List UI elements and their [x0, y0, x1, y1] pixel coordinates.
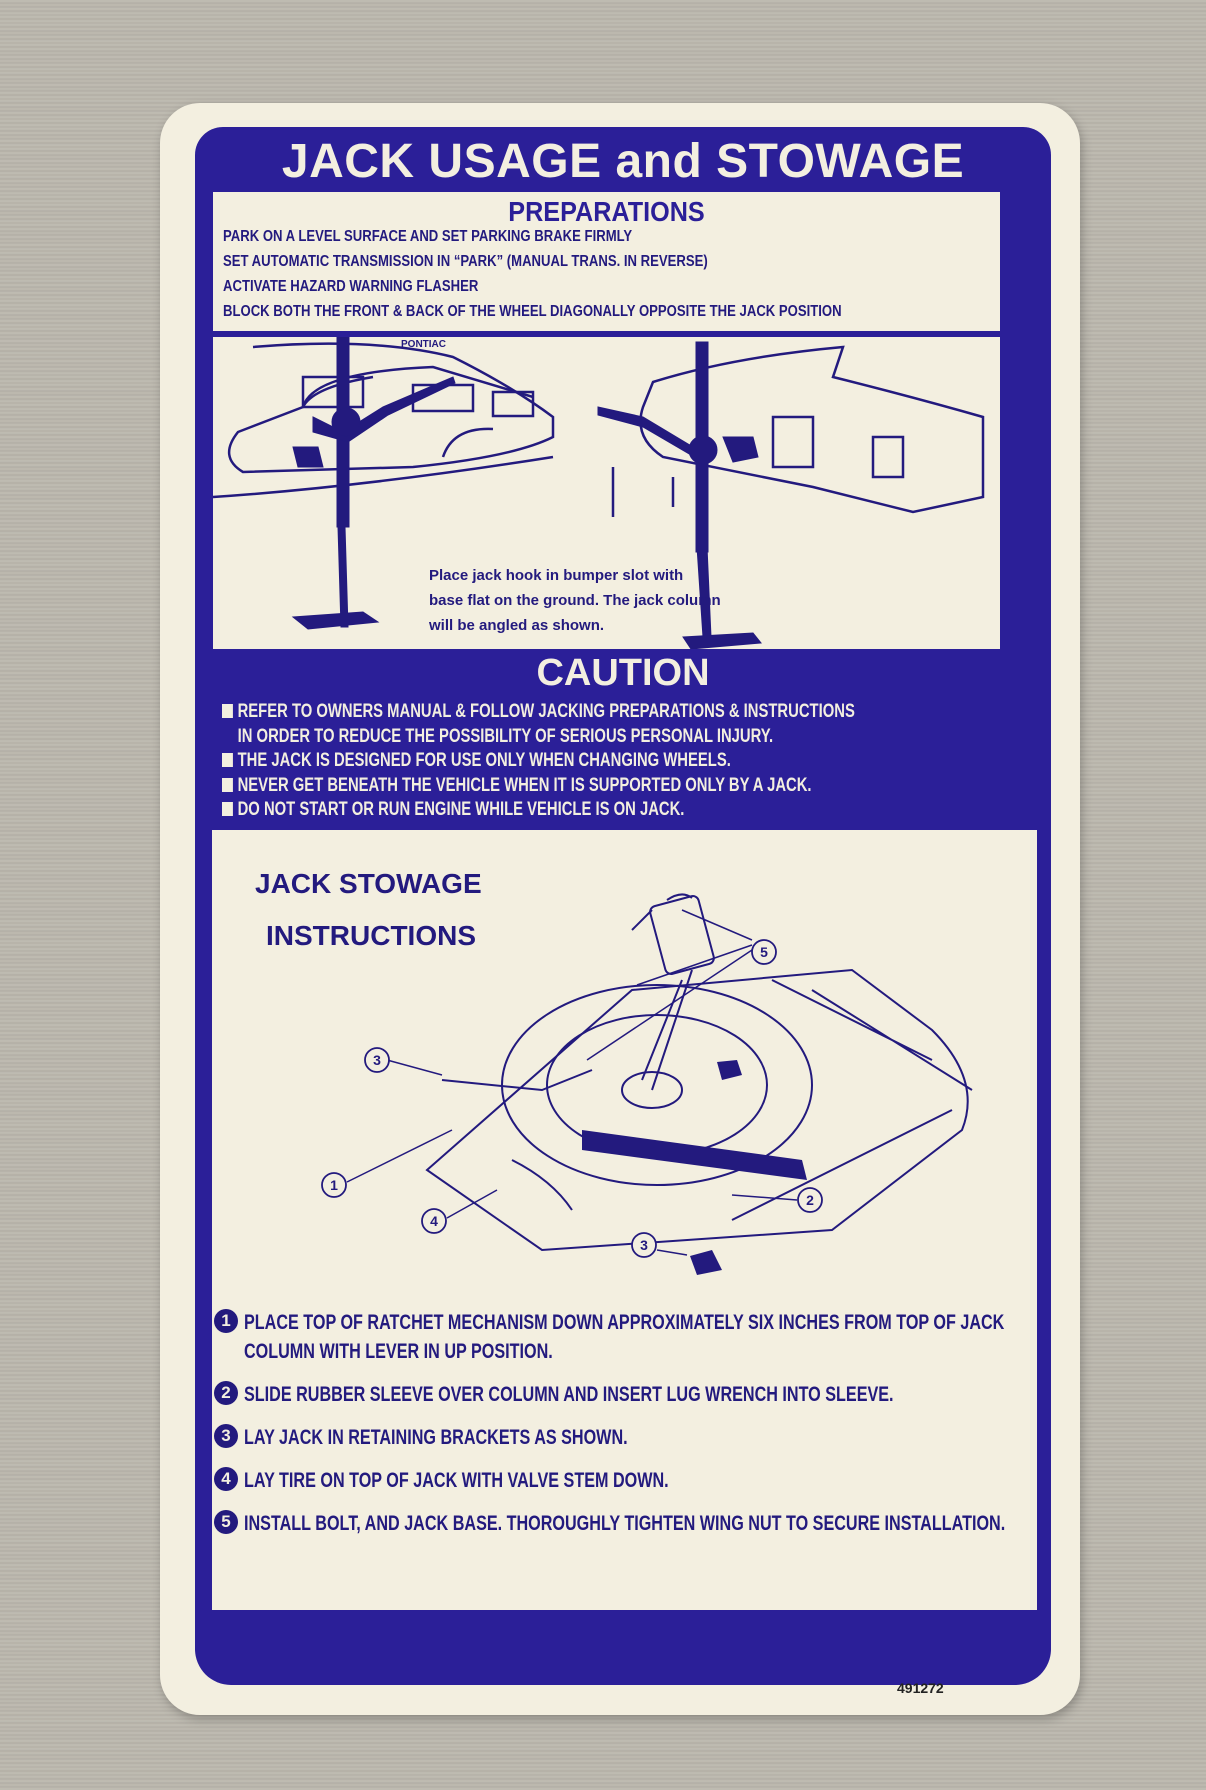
- step-number: 1: [214, 1309, 238, 1333]
- caution-line: IN ORDER TO REDUCE THE POSSIBILITY OF SE…: [237, 725, 774, 747]
- step-text: INSTALL BOLT, AND JACK BASE. THOROUGHLY …: [244, 1512, 1006, 1535]
- jack-usage-illustration: PONTIAC Place jack hook in bumper slot w…: [213, 337, 1000, 649]
- bullet-square-icon: [222, 753, 233, 767]
- bullet-square-icon: [222, 777, 233, 792]
- step-item: 4 LAY TIRE ON TOP OF JACK WITH VALVE STEM…: [214, 1466, 1206, 1495]
- caution-line: THE JACK IS DESIGNED FOR USE ONLY WHEN C…: [237, 750, 731, 771]
- preparation-line: PARK ON A LEVEL SURFACE AND SET PARKING …: [223, 228, 633, 245]
- bullet-square-icon: [222, 704, 233, 718]
- step-item: 3 LAY JACK IN RETAINING BRACKETS AS SHOWN…: [214, 1423, 1206, 1452]
- caution-line: NEVER GET BENEATH THE VEHICLE WHEN IT IS…: [237, 774, 812, 796]
- car-rear-jack-drawing: PONTIAC: [213, 337, 985, 649]
- step-item: 5 INSTALL BOLT, AND JACK BASE. THOROUGHLY…: [214, 1509, 1206, 1538]
- trunk-stowage-diagram: 3 5 1 2 4 3: [321, 893, 973, 1275]
- callout-label: 5: [760, 944, 768, 960]
- bullet-square-icon: [222, 802, 233, 816]
- caution-line: REFER TO OWNERS MANUAL & FOLLOW JACKING …: [237, 701, 855, 722]
- step-number: 3: [214, 1424, 238, 1448]
- step-number: 4: [214, 1467, 238, 1491]
- preparations-heading: PREPARATIONS: [508, 196, 705, 227]
- stowage-heading-2: INSTRUCTIONS: [266, 920, 476, 951]
- step-text: PLACE TOP OF RATCHET MECHANISM DOWN APPR…: [244, 1311, 1005, 1363]
- callout-label: 1: [330, 1177, 338, 1193]
- preparation-line: SET AUTOMATIC TRANSMISSION IN “PARK” (MA…: [223, 253, 708, 270]
- callout-label: 2: [806, 1192, 814, 1208]
- decal-title: JACK USAGE and STOWAGE: [281, 135, 965, 188]
- preparation-line: ACTIVATE HAZARD WARNING FLASHER: [223, 278, 479, 295]
- pontiac-badge: PONTIAC: [401, 339, 446, 350]
- callout-label: 4: [430, 1213, 438, 1229]
- caption-line: base flat on the ground. The jack column: [429, 592, 721, 609]
- callout-label: 3: [640, 1237, 648, 1253]
- part-number: 491272: [897, 1680, 944, 1696]
- step-item: 2 SLIDE RUBBER SLEEVE OVER COLUMN AND INS…: [214, 1380, 1206, 1409]
- step-number: 2: [214, 1381, 238, 1405]
- caution-line: DO NOT START OR RUN ENGINE WHILE VEHICLE…: [237, 799, 685, 820]
- caption-line: Place jack hook in bumper slot with: [429, 567, 684, 584]
- step-number: 5: [214, 1510, 238, 1534]
- callout-label: 3: [373, 1052, 381, 1068]
- preparations-box: PREPARATIONS PARK ON A LEVEL SURFACE AND…: [213, 192, 1000, 331]
- stowage-heading: JACK STOWAGE: [255, 868, 482, 899]
- caption-line: will be angled as shown.: [429, 617, 605, 634]
- jack-caption: Place jack hook in bumper slot with base…: [429, 563, 721, 638]
- caution-heading: CAUTION: [536, 652, 710, 694]
- caution-list: REFER TO OWNERS MANUAL & FOLLOW JACKING …: [222, 700, 1033, 823]
- step-text: SLIDE RUBBER SLEEVE OVER COLUMN AND INSE…: [244, 1383, 894, 1406]
- stowage-box: JACK STOWAGE INSTRUCTIONS: [212, 830, 1037, 1610]
- step-text: LAY JACK IN RETAINING BRACKETS AS SHOWN.: [244, 1426, 628, 1449]
- preparation-line: BLOCK BOTH THE FRONT & BACK OF THE WHEEL…: [223, 303, 842, 320]
- step-text: LAY TIRE ON TOP OF JACK WITH VALVE STEM …: [244, 1469, 669, 1492]
